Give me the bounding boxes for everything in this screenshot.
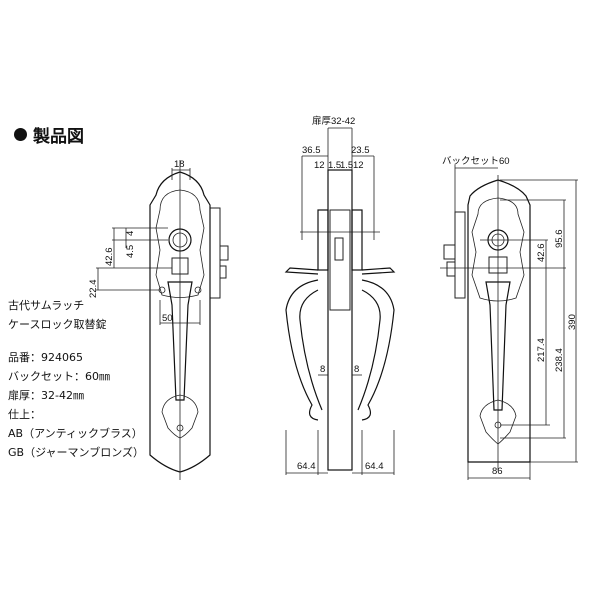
dim-8-right: 8 bbox=[354, 364, 359, 375]
side-view: 扉厚32-42 36.5 23.5 12 1.5 1.5 12 8 8 64.4… bbox=[284, 115, 396, 475]
dim-390: 390 bbox=[567, 314, 578, 330]
backset-label: バックセット60 bbox=[442, 156, 510, 167]
dim-22-4: 22.4 bbox=[88, 280, 99, 299]
dim-238-4: 238.4 bbox=[554, 348, 565, 372]
dim-18: 18 bbox=[174, 159, 185, 170]
heading-text: 製品図 bbox=[33, 127, 84, 147]
dim-1-5-left: 1.5 bbox=[328, 160, 341, 171]
product-drawing-heading: 製品図 bbox=[14, 122, 84, 147]
dim-23-5: 23.5 bbox=[351, 145, 370, 156]
bullet-icon bbox=[14, 128, 27, 141]
door-thickness: 扉厚：32-42㎜ bbox=[8, 389, 84, 402]
part-number: 品番：924065 bbox=[8, 351, 83, 364]
dim-8-left: 8 bbox=[320, 364, 325, 375]
back-view: バックセット60 95.6 42.6 390 217.4 238.4 86 bbox=[440, 156, 578, 480]
dim-64-4-left: 64.4 bbox=[297, 461, 316, 472]
dim-12-right: 12 bbox=[353, 160, 364, 171]
dim-50: 50 bbox=[162, 313, 173, 324]
dim-12-left: 12 bbox=[314, 160, 325, 171]
door-thickness-label: 扉厚32-42 bbox=[312, 115, 355, 127]
front-view: 18 4 4.5 42.6 22.4 50 bbox=[88, 159, 229, 480]
dim-64-4-right: 64.4 bbox=[365, 461, 384, 472]
finish-gb: GB（ジャーマンブロンズ） bbox=[8, 446, 144, 459]
dim-4-5: 4.5 bbox=[125, 245, 136, 258]
dim-1-5-right: 1.5 bbox=[340, 160, 353, 171]
dim-4: 4 bbox=[125, 231, 136, 236]
dim-36-5: 36.5 bbox=[302, 145, 321, 156]
finish-label: 仕上： bbox=[8, 408, 41, 421]
dim-217-4: 217.4 bbox=[536, 338, 547, 362]
product-name-2: ケースロック取替錠 bbox=[8, 318, 107, 331]
backset: バックセット：60㎜ bbox=[8, 370, 110, 383]
dim-42-6: 42.6 bbox=[536, 244, 547, 263]
dim-86: 86 bbox=[492, 466, 503, 477]
finish-ab: AB（アンティックブラス） bbox=[8, 427, 143, 440]
spec-list: 古代サムラッチ ケースロック取替錠 品番：924065 バックセット：60㎜ 扉… bbox=[8, 296, 144, 462]
product-name-1: 古代サムラッチ bbox=[8, 299, 85, 312]
dim-95-6: 95.6 bbox=[554, 230, 565, 249]
dim-42-6: 42.6 bbox=[104, 248, 115, 267]
